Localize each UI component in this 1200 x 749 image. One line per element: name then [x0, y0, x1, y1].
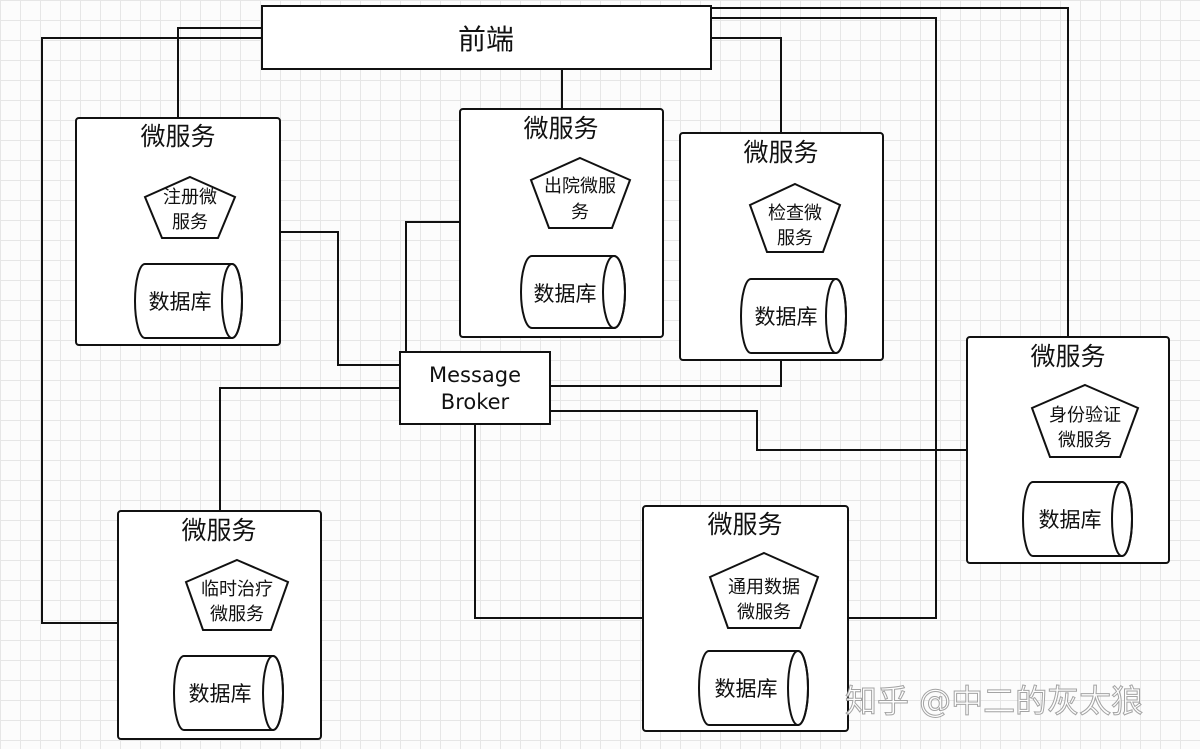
- database-label: 数据库: [189, 682, 252, 706]
- service-name-line1: 身份验证: [1049, 405, 1121, 426]
- database-cylinder: [173, 655, 284, 731]
- service-name-line2: 微服务: [737, 602, 791, 623]
- service-pentagon-shape: [143, 175, 237, 239]
- database-cylinder: [698, 650, 809, 726]
- service-pentagon-shape: [1030, 383, 1140, 458]
- frontend-label: 前端: [458, 23, 514, 56]
- database-cylinder: [1022, 481, 1133, 557]
- service-name-line2: 务: [571, 202, 589, 223]
- database-label: 数据库: [755, 305, 818, 329]
- microservice-authentication: 微服务 身份验证 微服务 数据库: [966, 336, 1170, 564]
- microservice-examination: 微服务 检查微 服务 数据库: [679, 132, 884, 361]
- database-cylinder: [134, 263, 243, 339]
- microservice-general-data: 微服务 通用数据 微服务 数据库: [642, 505, 849, 732]
- watermark-text: 知乎 @中二的灰太狼: [845, 682, 1143, 720]
- connector-frontend-registration: [177, 27, 262, 118]
- service-pentagon-shape: [184, 558, 290, 631]
- microservice-registration: 微服务 注册微 服务 数据库: [75, 117, 281, 346]
- service-pentagon-shape: [708, 551, 820, 629]
- service-name-line2: 微服务: [210, 604, 264, 625]
- connector-discharge-broker: [405, 221, 460, 352]
- microservice-title: 微服务: [743, 138, 818, 167]
- broker-label-line2: Broker: [441, 390, 510, 414]
- connector-registration-broker: [280, 231, 400, 366]
- connector-authentication-broker: [550, 410, 967, 451]
- microservice-title: 微服务: [523, 114, 598, 143]
- service-name-line2: 服务: [777, 228, 813, 249]
- service-pentagon-shape: [748, 182, 842, 253]
- service-name-line1: 注册微: [163, 187, 217, 208]
- microservice-title: 微服务: [140, 122, 215, 151]
- microservice-title: 微服务: [181, 516, 256, 545]
- database-label: 数据库: [534, 282, 597, 306]
- service-name-line1: 临时治疗: [201, 579, 273, 600]
- service-pentagon-shape: [529, 156, 632, 229]
- connector-frontend-temporary-treatment: [41, 37, 262, 624]
- database-label: 数据库: [1039, 508, 1102, 532]
- connector-frontend-general-data: [711, 17, 937, 619]
- connector-general-data-broker: [474, 424, 643, 619]
- connector-examination-broker: [550, 361, 782, 387]
- database-cylinder: [520, 255, 626, 329]
- service-name-line2: 服务: [172, 212, 208, 233]
- service-name-line2: 微服务: [1058, 430, 1112, 451]
- connector-frontend-authentication: [711, 7, 1069, 337]
- database-label: 数据库: [715, 677, 778, 701]
- service-name-line1: 检查微: [768, 203, 822, 224]
- database-cylinder: [740, 278, 847, 354]
- microservice-discharge: 微服务 出院微服 务 数据库: [459, 108, 664, 338]
- broker-label-line1: Message: [429, 363, 521, 387]
- connector-temporary-treatment-broker: [219, 387, 400, 511]
- microservice-title: 微服务: [1030, 342, 1105, 371]
- service-name-line1: 通用数据: [728, 577, 800, 598]
- microservice-temporary-treatment: 微服务 临时治疗 微服务 数据库: [117, 510, 322, 740]
- service-name-line1: 出院微服: [544, 176, 616, 197]
- microservice-title: 微服务: [707, 510, 782, 539]
- frontend-node: 前端: [261, 5, 712, 70]
- database-label: 数据库: [149, 290, 212, 314]
- connectors: [41, 7, 1069, 624]
- message-broker-node: Message Broker: [399, 351, 551, 425]
- connector-frontend-examination: [711, 37, 782, 133]
